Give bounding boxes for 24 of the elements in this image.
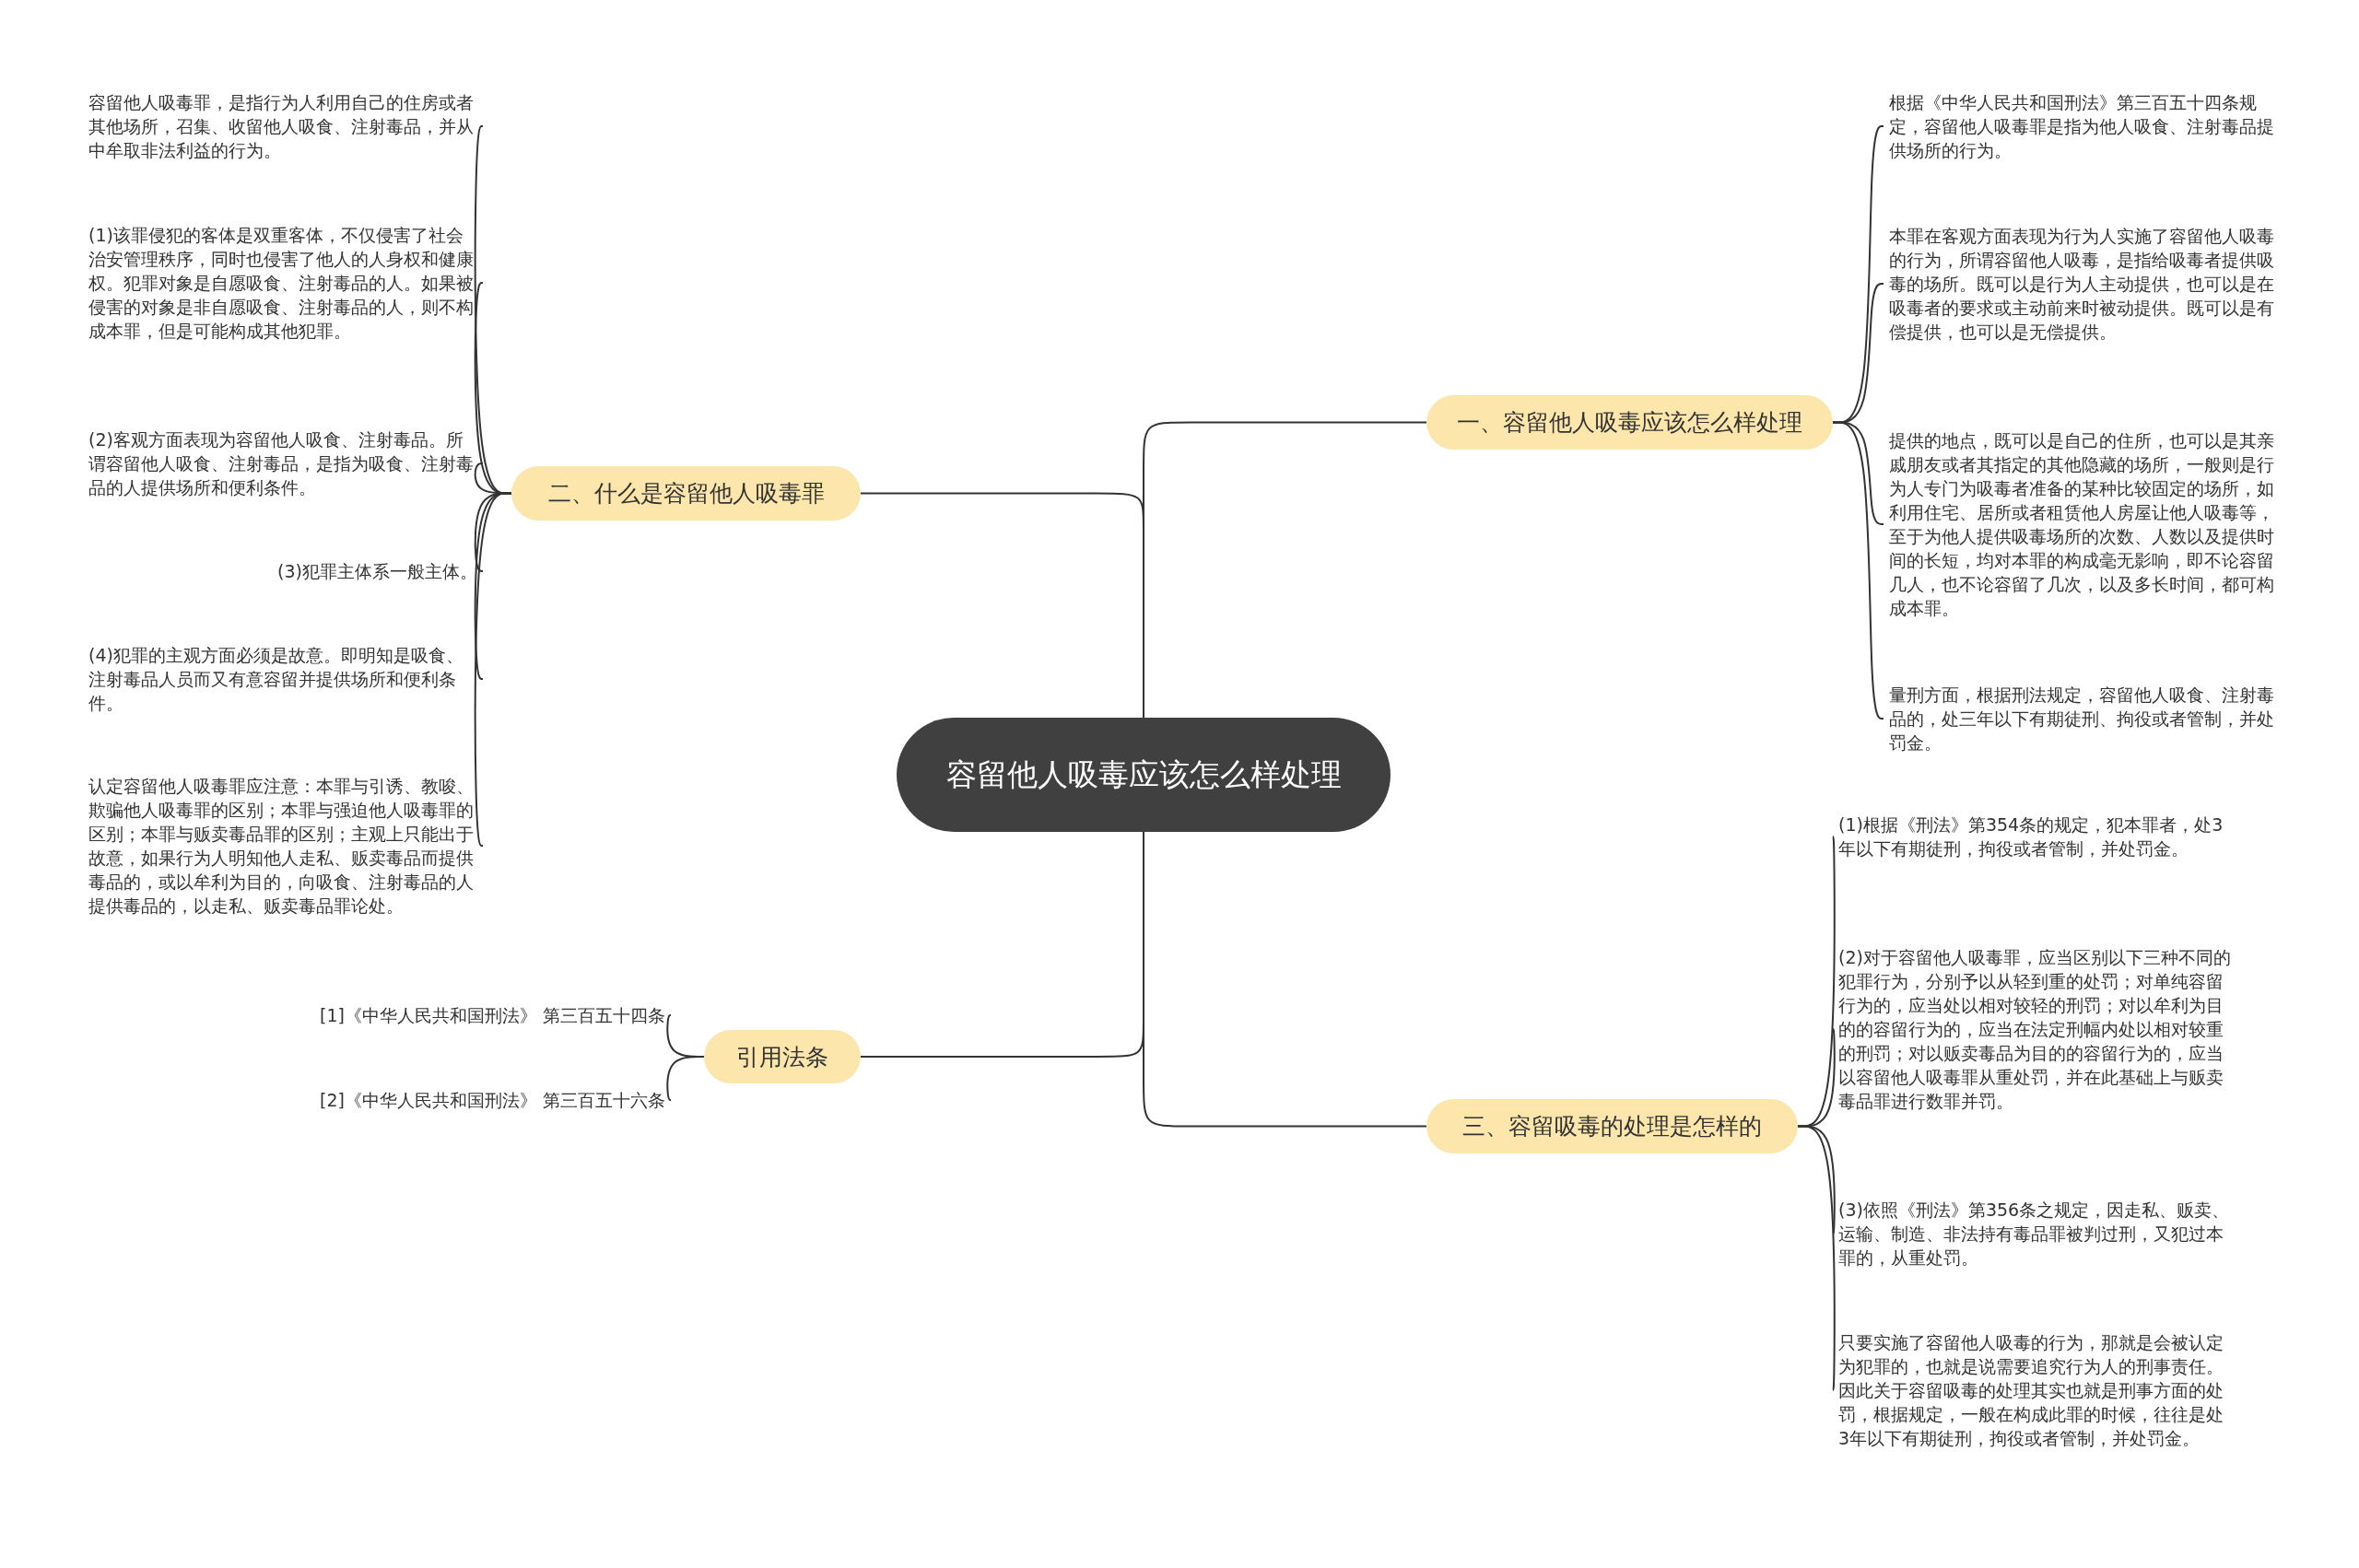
branch-topic: 引用法条 <box>704 1030 861 1083</box>
note-text: 只要实施了容留他人吸毒的行为，那就是会被认定为犯罪的，也就是说需要追究行为人的刑事责任。因此关于容留吸毒的处理其实也就是刑事方面的处罚，根据规定，一般在构成此罪的时候，往往是处3年以下有期徒刑，拘役或者管制，并处罚金。 <box>1838 1330 2231 1450</box>
note-text: 量刑方面，根据刑法规定，容留他人吸食、注射毒品的，处三年以下有期徒刑、拘役或者管制，并处罚金。 <box>1889 683 2276 755</box>
note-text: 根据《中华人民共和国刑法》第三百五十四条规定，容留他人吸毒罪是指为他人吸食、注射毒品提供场所的行为。 <box>1889 90 2276 162</box>
note-text: (1)该罪侵犯的客体是双重客体，不仅侵害了社会治安管理秩序，同时也侵害了他人的人身权和健康权。犯罪对象是自愿吸食、注射毒品的人。如果被侵害的对象是非自愿吸食、注射毒品的人，则不构成本罪，但是可能构成其他犯罪。 <box>88 223 477 343</box>
branch-topic: 一、容留他人吸毒应该怎么样处理 <box>1426 395 1833 450</box>
note-text: [2]《中华人民共和国刑法》 第三百五十六条 <box>267 1088 665 1112</box>
branch-topic: 二、什么是容留他人吸毒罪 <box>511 466 861 521</box>
note-text: (2)对于容留他人吸毒罪，应当区别以下三种不同的犯罪行为，分别予以从轻到重的处罚；对单纯容留行为的，应当处以相对较轻的刑罚；对以牟利为目的的容留行为的，应当在法定刑幅内处以相对较重的刑罚；对以贩卖毒品为目的的容留行为的，应当以容留他人吸毒罪从重处罚，并在此基础上与贩卖毒品罪进行数罪并罚。 <box>1838 945 2231 1113</box>
connector-line <box>1832 421 1884 720</box>
note-text: (4)犯罪的主观方面必须是故意。即明知是吸食、注射毒品人员而又有意容留并提供场所和便利条件。 <box>88 643 477 715</box>
note-text: (3)犯罪主体系一般主体。 <box>88 559 477 583</box>
note-text: 本罪在客观方面表现为行为人实施了容留他人吸毒的行为，所谓容留他人吸毒，是指给吸毒者提供吸毒的场所。既可以是行为人主动提供，也可以是在吸毒者的要求或主动前来时被动提供。既可以是有偿提供，也可以是无偿提供。 <box>1889 224 2276 344</box>
branch-topic: 三、容留吸毒的处理是怎样的 <box>1426 1099 1798 1153</box>
note-text: [1]《中华人民共和国刑法》 第三百五十四条 <box>267 1003 665 1027</box>
note-text: 容留他人吸毒罪，是指行为人利用自己的住房或者其他场所，召集、收留他人吸食、注射毒品，并从中牟取非法利益的行为。 <box>88 90 477 162</box>
note-text: 认定容留他人吸毒罪应注意：本罪与引诱、教唆、欺骗他人吸毒罪的区别；本罪与强迫他人吸毒罪的区别；本罪与贩卖毒品罪的区别；主观上只能出于故意，如果行为人明知他人走私、贩卖毒品而提供毒品的，或以牟利为目的，向吸食、注射毒品的人提供毒品的，以走私、贩卖毒品罪论处。 <box>88 774 477 918</box>
note-text: (3)依照《刑法》第356条之规定，因走私、贩卖、运输、制造、非法持有毒品罪被判过刑，又犯过本罪的，从重处罚。 <box>1838 1198 2231 1270</box>
connector-line <box>666 1056 705 1101</box>
note-text: 提供的地点，既可以是自己的住所，也可以是其亲戚朋友或者其指定的其他隐藏的场所，一般则是行为人专门为吸毒者准备的某种比较固定的场所，如利用住宅、居所或者租赁他人房屋让他人吸毒等，至于为他人提供吸毒场所的次数、人数以及提供时间的长短，均对本罪的构成毫无影响，即不论容留几人，也不论容留了几次，以及多长时间，都可构成本罪。 <box>1889 428 2276 620</box>
note-text: (1)根据《刑法》第354条的规定，犯本罪者，处3年以下有期徒刑，拘役或者管制，并处罚金。 <box>1838 813 2231 860</box>
central-topic: 容留他人吸毒应该怎么样处理 <box>897 718 1391 832</box>
note-text: (2)客观方面表现为容留他人吸食、注射毒品。所谓容留他人吸食、注射毒品，是指为吸食、注射毒品的人提供场所和便利条件。 <box>88 427 477 499</box>
connector-line <box>1797 1125 1836 1391</box>
